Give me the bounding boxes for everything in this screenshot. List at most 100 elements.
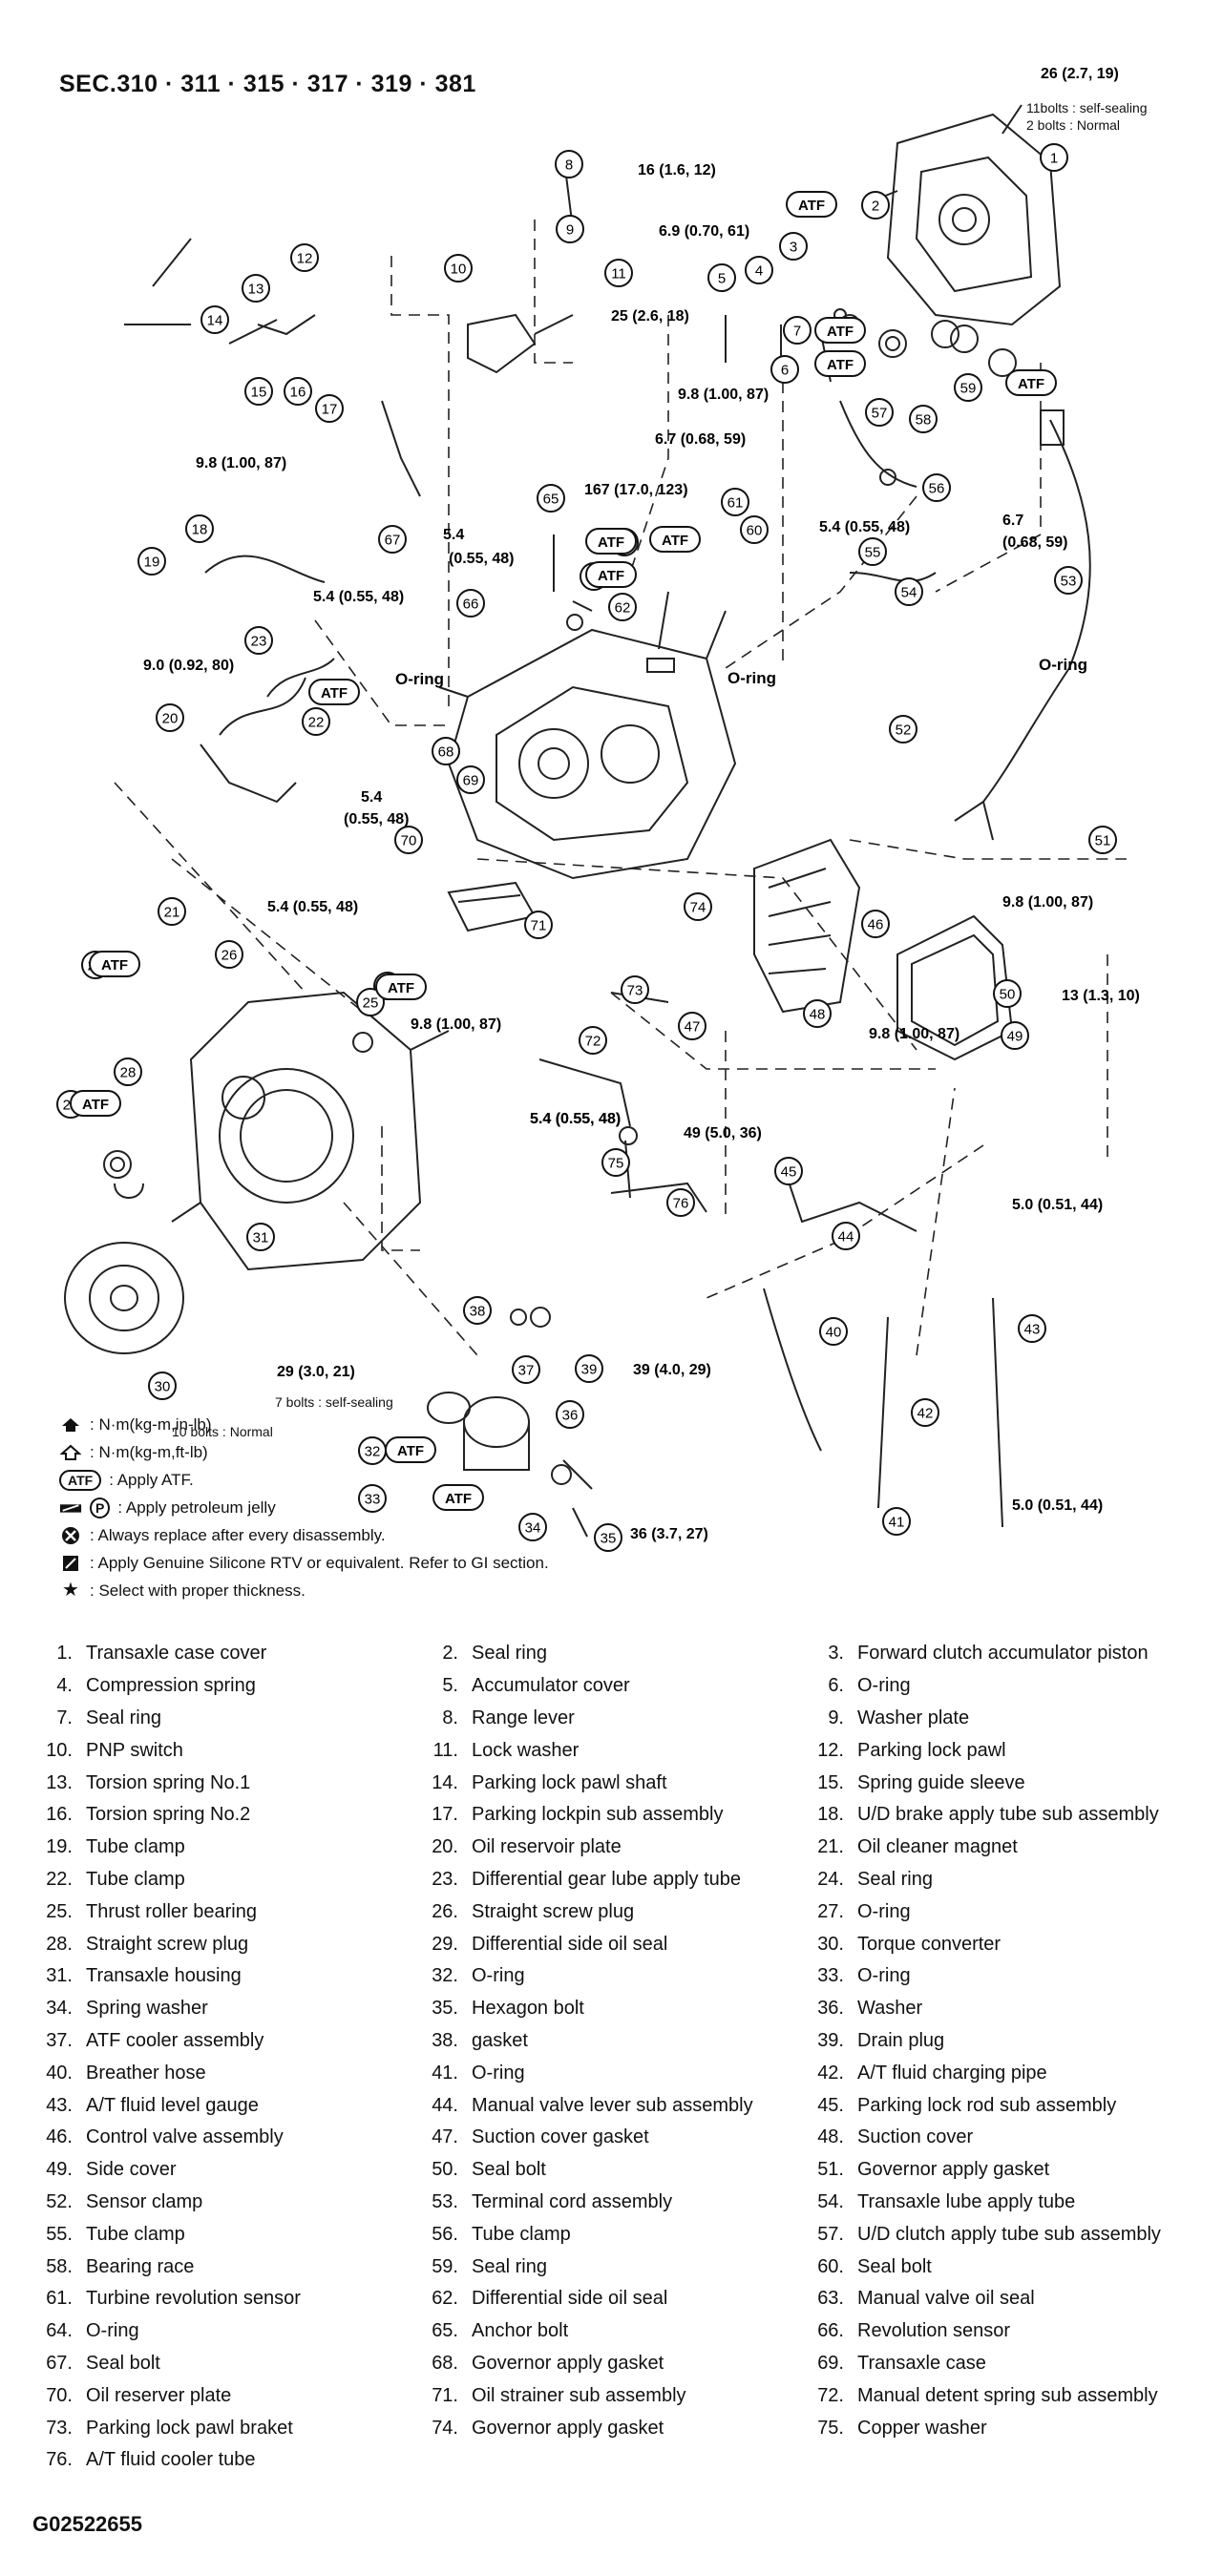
part-name: Differential gear lube apply tube [472, 1868, 742, 1890]
part-number: 18. [817, 1804, 844, 1826]
bolt-note-top-line1: 11bolts : self-sealing [1026, 100, 1148, 115]
callout-35: 35 [594, 1523, 622, 1552]
parts-list-item: 14.Parking lock pawl shaft [418, 1767, 804, 1799]
oil-strainer [447, 881, 537, 932]
part-number: 57. [817, 2223, 844, 2245]
callout-number: 41 [889, 1515, 905, 1531]
torque-value: 6.7 (0.68, 59) [655, 431, 746, 448]
part-number: 6. [828, 1675, 844, 1697]
part-number: 47. [432, 2126, 458, 2148]
callout-number: 14 [207, 313, 223, 329]
part-name: Torsion spring No.2 [86, 1804, 251, 1826]
callout-number: 28 [120, 1065, 137, 1081]
parts-list-item: 33.O-ring [804, 1960, 1205, 1993]
parts-list-item: 63.Manual valve oil seal [804, 2283, 1205, 2315]
atf-badge: ATF [786, 191, 837, 218]
callout-21: 21 [158, 897, 186, 926]
callout-number: 51 [1095, 833, 1111, 849]
torque-value: 9.8 (1.00, 87) [196, 455, 286, 471]
atf-icon: ATF [59, 1469, 102, 1491]
part-number: 70. [46, 2384, 73, 2406]
o-ring-label: O-ring [1039, 656, 1087, 674]
callout-33: 33 [358, 1484, 387, 1513]
parts-list-item: 10.PNP switch [32, 1734, 418, 1767]
parts-list-item: 21.Oil cleaner magnet [804, 1832, 1205, 1864]
parts-list-item: 8.Range lever [418, 1703, 804, 1735]
torque-spec: 167 (17.0, 123) [584, 482, 688, 498]
parts-list-item: 46.Control valve assembly [32, 2122, 418, 2154]
part-number: 44. [432, 2094, 458, 2116]
callout-number: 31 [253, 1230, 269, 1246]
atf-label: ATF [598, 534, 624, 551]
callout-16: 16 [284, 377, 312, 406]
torque-value: 9.0 (0.92, 80) [143, 658, 234, 674]
part-name: Seal ring [86, 1707, 161, 1728]
callout-number: 1 [1050, 151, 1058, 167]
part-name: Governor apply gasket [472, 2417, 664, 2439]
torque-spec: 9.8 (1.00, 87) [411, 1016, 501, 1033]
terminal-cord [954, 409, 1091, 841]
legend-text: : Apply Genuine Silicone RTV or equivale… [90, 1554, 549, 1572]
part-name: Sensor clamp [86, 2190, 203, 2212]
callout-number: 16 [290, 385, 306, 401]
torque-spec: 5.4 (0.55, 48) [267, 899, 358, 915]
callout-49: 49 [1001, 1021, 1029, 1050]
part-number: 27. [817, 1900, 844, 1922]
atf-label: ATF [82, 1097, 109, 1113]
parts-list-item: 6.O-ring [804, 1670, 1205, 1703]
part-number: 66. [817, 2320, 844, 2342]
torque-spec: 9.0 (0.92, 80) [143, 658, 234, 674]
callout-37: 37 [512, 1355, 540, 1384]
torque-value: 16 (1.6, 12) [638, 162, 716, 178]
parts-list-item: 64.O-ring [32, 2315, 418, 2348]
atf-label: ATF [397, 1443, 424, 1459]
torque-spec: (0.55, 48) [344, 811, 409, 827]
callout-number: 20 [162, 711, 179, 727]
part-name: Seal bolt [857, 2255, 932, 2277]
legend-text: : Select with proper thickness. [90, 1581, 306, 1600]
callout-number: 22 [308, 715, 325, 731]
part-name: Tube clamp [86, 1868, 185, 1890]
torque-value: 5.4 (0.55, 48) [267, 899, 358, 915]
callout-number: 76 [673, 1196, 689, 1212]
petroleum-jelly-icon [59, 1498, 82, 1518]
part-name: Seal ring [857, 1868, 933, 1890]
parts-list-item: 40.Breather hose [32, 2057, 418, 2089]
callout-31: 31 [246, 1223, 275, 1251]
torque-value: 9.8 (1.00, 87) [1002, 894, 1093, 911]
callout-56: 56 [922, 473, 951, 502]
callout-number: 3 [790, 240, 797, 256]
callout-73: 73 [621, 975, 649, 1004]
part-number: 43. [46, 2094, 73, 2116]
part-name: Spring washer [86, 1998, 208, 2020]
legend-row: : N·m(kg-m,ft-lb) [59, 1438, 549, 1466]
torque-converter [64, 1242, 184, 1354]
legend-row: ★ : Select with proper thickness. [59, 1577, 549, 1604]
atf-badge: ATF [649, 526, 701, 553]
callout-66: 66 [456, 589, 485, 618]
callout-number: 5 [718, 271, 726, 287]
parts-list-item: 49.Side cover [32, 2154, 418, 2187]
callout-number: 62 [615, 600, 631, 617]
legend-text: : N·m(kg-m,ft-lb) [90, 1443, 208, 1461]
callout-number: 43 [1024, 1322, 1041, 1338]
callout-number: 72 [585, 1034, 601, 1050]
torque-spec: 9.8 (1.00, 87) [678, 387, 769, 403]
torque-value: 9.8 (1.00, 87) [869, 1026, 959, 1042]
callout-number: 50 [1000, 987, 1016, 1003]
legend-row: : Always replace after every disassembly… [59, 1521, 549, 1549]
bolt-note-bottom-normal: 10 bolts : Normal [172, 1424, 273, 1439]
callout-71: 71 [524, 911, 553, 939]
callout-number: 21 [164, 905, 180, 921]
torque-value: 167 (17.0, 123) [584, 482, 688, 498]
callout-number: 36 [562, 1408, 579, 1424]
part-number: 67. [46, 2352, 73, 2374]
torque-spec: 39 (4.0, 29) [633, 1362, 711, 1378]
part-name: Suction cover [857, 2126, 974, 2148]
parts-list-item: 45.Parking lock rod sub assembly [804, 2089, 1205, 2122]
part-name: Tube clamp [472, 2223, 571, 2245]
part-name: Parking lock pawl [857, 1739, 1006, 1761]
parts-list-item: 75.Copper washer [804, 2412, 1205, 2444]
part-number: 26. [432, 1900, 458, 1922]
